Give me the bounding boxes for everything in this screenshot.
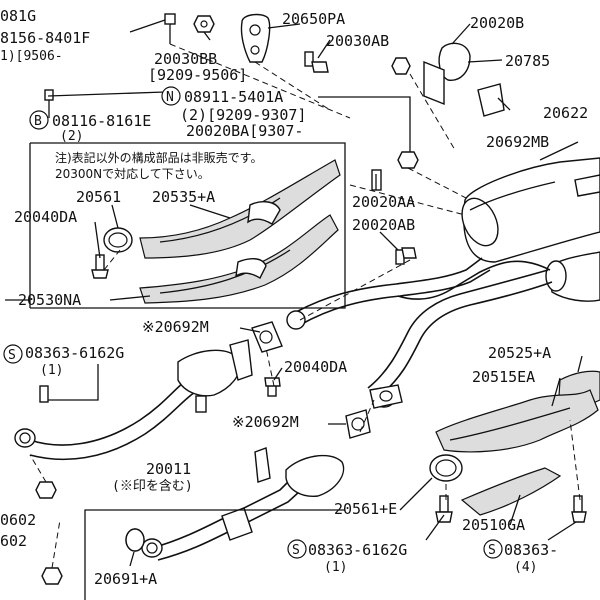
label-9209-9506: [9209-9506] bbox=[148, 66, 247, 84]
label-08911-sub: (2)[9209-9307] bbox=[180, 106, 306, 124]
label-20515ea: 20515EA bbox=[472, 368, 535, 386]
label-08156-8401f: 8156-8401F bbox=[0, 29, 90, 47]
label-20561e: 20561+E bbox=[334, 500, 397, 518]
label-20535a: 20535+A bbox=[152, 188, 215, 206]
label-08363-right-sub: (4) bbox=[514, 560, 537, 575]
label-20011: 20011 bbox=[146, 460, 191, 478]
label-08363-bottom-sub: (1) bbox=[324, 560, 347, 575]
label-08363-bottom: 08363-6162G bbox=[308, 541, 407, 559]
heat-insulator-upper bbox=[139, 159, 341, 259]
note-line-2: 20300Nで対応して下さい。 bbox=[55, 167, 210, 181]
label-20622: 20622 bbox=[543, 104, 588, 122]
part-labels: 081G 8156-8401F 1)[9506- 20030BB [9209-9… bbox=[0, 7, 588, 588]
label-20040da-top: 20040DA bbox=[14, 208, 77, 226]
label-20011-sub: (※印を含む) bbox=[112, 478, 193, 494]
gasket-ring-20561 bbox=[103, 227, 133, 253]
label-20030ab: 20030AB bbox=[326, 32, 389, 50]
label-20030bb: 20030BB bbox=[154, 50, 217, 68]
circle-symbols: B N S S S bbox=[3, 86, 503, 559]
label-08116-sub: (2) bbox=[60, 129, 83, 144]
label-08156-sub: 1)[9506- bbox=[0, 49, 63, 64]
label-20510ga: 20510GA bbox=[462, 516, 525, 534]
gasket-20691a bbox=[125, 528, 145, 552]
gasket-20692m bbox=[251, 321, 371, 439]
label-20692m-1: ※20692M bbox=[142, 318, 209, 336]
label-20785: 20785 bbox=[505, 52, 550, 70]
note-line-1: 注)表記以外の構成部品は非販売です。 bbox=[55, 150, 262, 165]
label-20530na: 20530NA bbox=[18, 291, 81, 309]
heat-insulator-20510 bbox=[460, 467, 562, 516]
label-20691a: 20691+A bbox=[94, 570, 157, 588]
circle-b-symbol: B bbox=[34, 114, 42, 129]
label-20650pa: 20650PA bbox=[282, 10, 345, 28]
bolt-20040da-top bbox=[91, 254, 109, 279]
circle-s-symbol-right: S bbox=[488, 543, 496, 558]
gasket-ring-20561e bbox=[429, 454, 463, 482]
front-pipe-upper bbox=[14, 339, 281, 461]
circle-s-symbol-bottom: S bbox=[292, 543, 300, 558]
label-08363-left: 08363-6162G bbox=[25, 344, 124, 362]
label-20561: 20561 bbox=[76, 188, 121, 206]
leader-lines bbox=[47, 19, 583, 600]
label-20692m-2: ※20692M bbox=[232, 413, 299, 431]
heat-insulator-lower bbox=[139, 214, 339, 304]
label-20040da-mid: 20040DA bbox=[284, 358, 347, 376]
label-top-left-code: 081G bbox=[0, 7, 36, 25]
label-20020aa: 20020AA bbox=[352, 193, 415, 211]
note-frame bbox=[5, 142, 346, 309]
label-20692mb: 20692MB bbox=[486, 133, 549, 151]
label-20020b: 20020B bbox=[470, 14, 524, 32]
nut-lower-left bbox=[35, 481, 63, 585]
label-20602-b: 602 bbox=[0, 532, 27, 550]
heat-insulator-20515 bbox=[435, 389, 599, 453]
label-20020ba: 20020BA[9307- bbox=[186, 122, 303, 140]
main-muffler bbox=[461, 157, 600, 302]
guide-lines bbox=[29, 43, 581, 569]
circle-s-symbol-left: S bbox=[8, 348, 16, 363]
label-20020ab: 20020AB bbox=[352, 216, 415, 234]
circle-n-symbol: N bbox=[166, 90, 174, 105]
label-20602-a: 0602 bbox=[0, 511, 36, 529]
label-08911-5401a: 08911-5401A bbox=[184, 88, 283, 106]
center-pipe bbox=[286, 257, 553, 409]
hardware-top bbox=[44, 13, 505, 265]
label-08116-8161e: 08116-8161E bbox=[52, 112, 151, 130]
label-08363-left-sub: (1) bbox=[40, 363, 63, 378]
label-20525a: 20525+A bbox=[488, 344, 551, 362]
label-08363-right: 08363- bbox=[504, 541, 558, 559]
